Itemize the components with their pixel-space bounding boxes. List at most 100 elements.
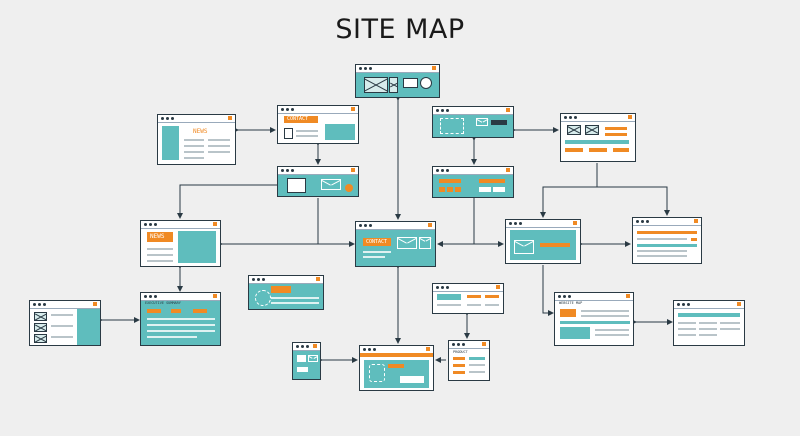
- page-gallery[interactable]: [277, 166, 359, 197]
- header-banner: [560, 309, 576, 317]
- page-news[interactable]: NEWS: [140, 220, 221, 267]
- orange-strip: [565, 148, 583, 152]
- badge-icon: [345, 184, 353, 192]
- image-placeholder-icon: [585, 125, 599, 135]
- orange-strip: [147, 309, 161, 313]
- orange-strip: [453, 364, 465, 367]
- orange-strip: [485, 295, 499, 298]
- orange-strip: [605, 133, 627, 136]
- sidebar-block: [162, 126, 179, 160]
- page-mail[interactable]: [505, 219, 581, 264]
- orange-strip: [467, 295, 481, 298]
- text-line: [296, 135, 318, 137]
- bar-icon: [491, 120, 507, 125]
- button: [493, 187, 505, 192]
- image-placeholder-icon: [34, 334, 47, 343]
- text-line: [271, 297, 319, 299]
- text-line: [469, 364, 485, 366]
- page-report[interactable]: [673, 300, 745, 346]
- text-line: [147, 260, 173, 262]
- orange-strip: [589, 148, 607, 152]
- pie-chart-icon: [420, 77, 432, 89]
- image-placeholder-icon: [34, 312, 47, 321]
- header-banner: [360, 353, 433, 357]
- page-label: PRODUCT: [453, 350, 468, 354]
- text-line: [184, 145, 204, 147]
- text-line: [699, 334, 717, 336]
- text-line: [581, 315, 629, 317]
- text-line: [720, 328, 740, 330]
- document-icon: [284, 128, 293, 139]
- page-plan[interactable]: [432, 106, 514, 138]
- text-line: [296, 130, 318, 132]
- page-contact-form[interactable]: [359, 345, 434, 391]
- content-panel: [560, 327, 590, 339]
- orange-strip: [637, 231, 697, 234]
- text-line: [208, 139, 230, 141]
- side-panel: [325, 124, 355, 140]
- page-gallery-list[interactable]: [29, 300, 101, 346]
- page-chart[interactable]: [560, 113, 636, 162]
- page-website-map[interactable]: WEBSITE MAP: [554, 292, 634, 346]
- connector-gallery-news: [177, 184, 277, 219]
- connector-chart-fork: [540, 163, 598, 218]
- text-line: [184, 151, 204, 153]
- text-line: [51, 336, 73, 338]
- page-label: NEWS: [150, 233, 165, 240]
- orange-strip: [388, 364, 404, 368]
- text-line: [637, 238, 687, 240]
- teal-strip: [637, 244, 697, 247]
- mail-icon: [397, 237, 417, 249]
- page-chat[interactable]: [248, 275, 324, 310]
- text-line: [147, 336, 197, 338]
- page-contact-main[interactable]: CONTACT: [355, 221, 436, 267]
- page-contact[interactable]: CONTACT: [277, 105, 359, 144]
- teal-strip: [469, 357, 485, 360]
- text-line: [208, 151, 230, 153]
- teal-strip: [565, 140, 629, 144]
- play-icon: [297, 355, 306, 362]
- page-directory[interactable]: [632, 217, 702, 264]
- page-executive-summary[interactable]: EXECUTIVE SUMMARY: [140, 292, 221, 346]
- text-line: [678, 334, 696, 336]
- orange-strip: [453, 371, 465, 374]
- side-panel: [77, 309, 100, 345]
- header-banner: [147, 232, 173, 242]
- text-line: [51, 314, 73, 316]
- text-line: [467, 304, 481, 306]
- diagram-icon: [440, 118, 464, 134]
- mail-icon: [308, 355, 318, 362]
- text-line: [678, 322, 696, 324]
- page-pricing[interactable]: [432, 166, 514, 198]
- teal-strip: [560, 321, 630, 324]
- header-banner: [284, 116, 318, 123]
- text-line: [184, 139, 204, 141]
- image-placeholder-icon: [34, 323, 47, 332]
- chart-panel: [178, 231, 216, 263]
- connector-gallery-center: [317, 198, 355, 247]
- text-line: [147, 248, 173, 250]
- page-media[interactable]: [292, 342, 321, 380]
- page-news-list[interactable]: NEWS: [157, 114, 236, 165]
- monitor-icon: [403, 78, 418, 88]
- page-home[interactable]: [355, 64, 440, 98]
- orange-strip: [479, 179, 505, 183]
- image-placeholder-icon: [567, 125, 581, 135]
- text-line: [437, 304, 461, 306]
- page-features[interactable]: [432, 283, 504, 314]
- page-label: CONTACT: [366, 239, 388, 245]
- text-line: [363, 256, 385, 258]
- page-product[interactable]: PRODUCT: [448, 340, 490, 381]
- form-field: [400, 376, 424, 383]
- orange-strip: [540, 243, 570, 247]
- text-line: [581, 310, 629, 312]
- orange-strip: [691, 238, 697, 241]
- mail-icon: [419, 237, 431, 249]
- text-line: [595, 334, 629, 336]
- orange-strip: [193, 309, 207, 313]
- header-banner: [271, 286, 291, 293]
- text-line: [595, 329, 629, 331]
- page-label: NEWS: [193, 128, 208, 135]
- button: [439, 187, 445, 192]
